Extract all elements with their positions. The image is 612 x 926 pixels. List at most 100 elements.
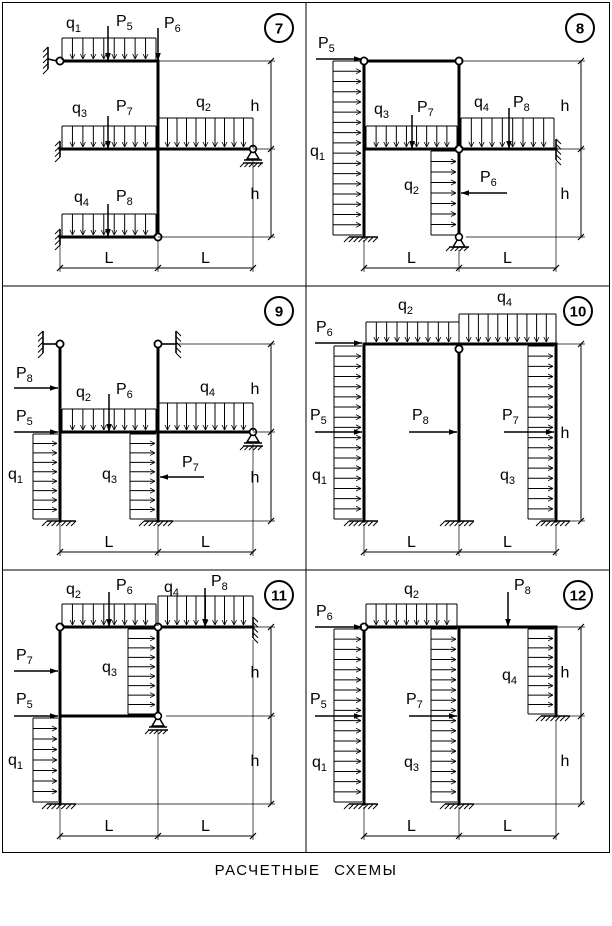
load-label-q1: q1 [8,466,23,486]
distributed-load [365,321,460,343]
distributed-load [61,213,157,236]
dimension-label-l: L [407,534,416,551]
load-label-q4: q4 [474,94,489,114]
load-label-p6: P6 [116,577,133,597]
load-label-q3: q3 [102,659,117,679]
distributed-load [430,628,457,803]
load-label-p7: P7 [502,407,519,427]
load-label-q4: q4 [74,189,89,209]
distributed-load [127,628,156,715]
distributed-load [458,313,557,343]
distributed-load [430,150,457,236]
fixed-support [175,330,182,359]
dimension-tick [267,517,275,525]
dimension-label-h: h [561,425,570,442]
fixed-support [41,520,77,527]
load-label-q4: q4 [164,579,179,599]
scheme-number: 10 [570,304,587,321]
load-label-p8: P8 [16,365,33,385]
dimension-label-l: L [503,250,512,267]
dimension-tick [249,832,257,840]
dimension-tick [56,832,64,840]
fixed-support [42,46,49,75]
dimension-tick [577,145,585,153]
distributed-load [527,628,554,715]
dimension-label-h: h [561,753,570,770]
dimension-tick [552,548,560,556]
dimension-tick [455,264,463,272]
dimension-label-l: L [407,818,416,835]
dimension-tick [577,623,585,631]
load-label-p6: P6 [480,169,497,189]
dimension-label-h: h [251,186,260,203]
dimension-tick [577,517,585,525]
scheme-number-badge [563,296,593,326]
load-label-q1: q1 [8,752,23,772]
scheme-number: 8 [576,21,584,38]
distributed-load [157,402,254,431]
load-label-p5: P5 [310,407,327,427]
load-label-p6: P6 [116,381,133,401]
dimension-tick [360,548,368,556]
load-label-p7: P7 [116,98,133,118]
fixed-support [54,140,61,163]
fixed-support [439,803,475,810]
distributed-load [365,125,458,148]
dimension-label-h: h [561,665,570,682]
dimension-label-l: L [407,250,416,267]
distributed-load [61,37,157,60]
load-label-p7: P7 [417,99,434,119]
fixed-support [535,520,571,527]
hinge [55,339,65,349]
dimension-tick [577,340,585,348]
dimension-tick [249,548,257,556]
fixed-support [138,520,174,527]
dimension-label-l: L [201,534,210,551]
load-label-p5: P5 [310,691,327,711]
dimension-tick [267,233,275,241]
dimension-tick [154,264,162,272]
load-label-q3: q3 [374,101,389,121]
load-label-p6: P6 [316,319,333,339]
load-label-q1: q1 [66,15,81,35]
dimension-tick [360,832,368,840]
dimension-tick [267,57,275,65]
load-label-q2: q2 [404,177,419,197]
dimension-tick [360,264,368,272]
hinge [55,622,65,632]
dimension-tick [56,548,64,556]
load-label-p5: P5 [318,35,335,55]
load-label-p8: P8 [514,577,531,597]
dimension-label-h: h [251,470,260,487]
load-label-p5: P5 [116,13,133,33]
load-label-p7: P7 [182,454,199,474]
dimension-label-l: L [503,534,512,551]
distributed-load [129,433,156,520]
distributed-load [61,125,157,148]
dimension-label-l: L [503,818,512,835]
distributed-load [32,717,58,803]
load-label-q4: q4 [200,379,215,399]
dimension-tick [249,264,257,272]
load-label-p8: P8 [116,188,133,208]
load-label-q4: q4 [502,667,517,687]
load-label-q3: q3 [72,100,87,120]
dimension-tick [552,264,560,272]
dimension-label-l: L [201,818,210,835]
load-label-q1: q1 [312,467,327,487]
load-label-p8: P8 [211,573,228,593]
fixed-support [54,228,61,251]
distributed-load [460,117,555,148]
pin-support [445,232,469,252]
hinge [454,344,464,354]
dimension-label-h: h [251,381,260,398]
hinge [55,56,65,66]
dimension-tick [577,233,585,241]
scheme-number-badge [264,580,294,610]
load-label-q3: q3 [500,467,515,487]
fixed-support [252,616,259,644]
fixed-support [555,138,562,166]
dimension-tick [154,832,162,840]
dimension-tick [267,712,275,720]
